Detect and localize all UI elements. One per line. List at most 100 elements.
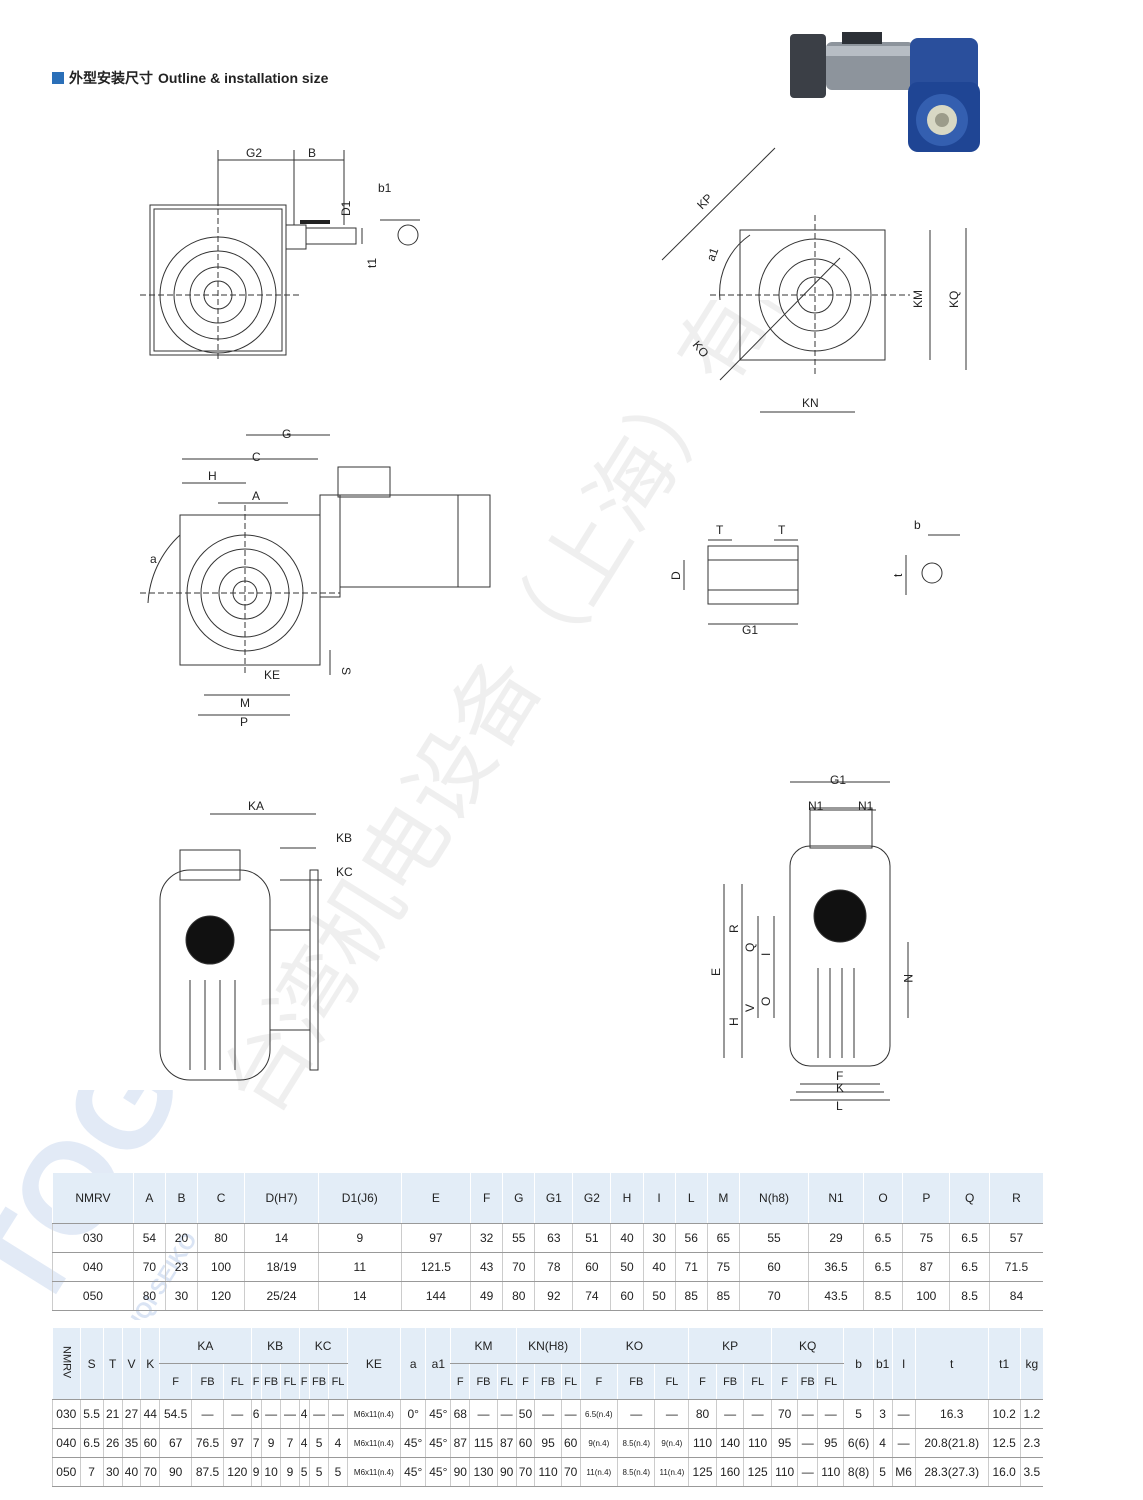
table2-subheader-cell: FB	[797, 1363, 818, 1400]
label-g: G	[282, 427, 291, 441]
label-d: D	[669, 571, 683, 580]
table-cell: 110	[688, 1428, 717, 1458]
label-g1-end: G1	[830, 773, 846, 787]
label-a: A	[252, 489, 260, 503]
table2-header-cell: a1	[425, 1328, 451, 1400]
table-cell: —	[617, 1399, 655, 1429]
table2-header-cell: t	[914, 1328, 989, 1400]
table-cell: 60	[572, 1252, 611, 1282]
table-cell: 67	[159, 1428, 192, 1458]
dimension-table-2: NMRV S T V K KA KB KC KE a a1 KM KN(H8) …	[52, 1328, 1043, 1487]
label-kp: KP	[694, 191, 715, 212]
table-cell: 87	[902, 1252, 950, 1282]
table-cell: 5.5	[79, 1399, 104, 1429]
table-cell: —	[496, 1399, 517, 1429]
table2-group-header: KA	[159, 1328, 252, 1364]
table-cell: 75	[902, 1223, 950, 1253]
table-cell: 54	[132, 1223, 166, 1253]
table-cell: 78	[534, 1252, 573, 1282]
table-cell: —	[797, 1457, 818, 1487]
table-cell: 35	[121, 1428, 141, 1458]
label-f: F	[836, 1069, 843, 1083]
table1-header-cell: G1	[534, 1173, 573, 1224]
label-k: K	[836, 1081, 844, 1095]
table-cell: 8.5(n.4)	[617, 1457, 655, 1487]
table-cell: 40	[642, 1252, 676, 1282]
table-cell: 16.3	[914, 1399, 989, 1429]
label-b: B	[308, 146, 316, 160]
table-cell: 125	[743, 1457, 772, 1487]
table-cell: 030	[52, 1399, 81, 1429]
table2-header-cell: S	[79, 1328, 104, 1400]
table-cell: 120	[223, 1457, 252, 1487]
table-cell: 32	[470, 1223, 503, 1253]
label-g1-shaft: G1	[742, 623, 758, 637]
table-cell: 80	[688, 1399, 717, 1429]
table-cell: 74	[572, 1281, 611, 1311]
table-cell: 45°	[425, 1428, 451, 1458]
label-kb: KB	[336, 831, 352, 845]
table-cell: 85	[706, 1281, 740, 1311]
drawing-end-view: G1 N1 N1 R Q I E V O H N F K L	[700, 768, 930, 1118]
table1-header-cell: P	[902, 1173, 950, 1224]
table2-group-header: KC	[298, 1328, 348, 1364]
table2-subheader-cell: F	[770, 1363, 798, 1400]
table2-group-header: KP	[688, 1328, 772, 1364]
table-cell: 3	[872, 1399, 893, 1429]
label-a1: a1	[704, 245, 722, 263]
table-cell: 51	[572, 1223, 611, 1253]
table-cell: 80	[502, 1281, 535, 1311]
table-cell: —	[891, 1428, 916, 1458]
table2-group-header: KO	[579, 1328, 689, 1364]
table-cell: 97	[400, 1223, 471, 1253]
label-n: N	[901, 974, 915, 983]
table2-subheader-cell: FL	[654, 1363, 689, 1400]
table1-header-cell: C	[197, 1173, 245, 1224]
table-cell: 8.5	[949, 1281, 990, 1311]
table2-header-cell: b1	[872, 1328, 893, 1400]
table1-header-cell: F	[470, 1173, 503, 1224]
table2-header-cell: a	[400, 1328, 426, 1400]
table2-subheader-cell: FL	[223, 1363, 252, 1400]
table-cell: 110	[817, 1457, 844, 1487]
label-key-t: t	[891, 573, 905, 577]
label-kc: KC	[336, 865, 353, 879]
table-cell: —	[743, 1399, 772, 1429]
table2-subheader-cell: F	[579, 1363, 618, 1400]
table-cell: 70	[502, 1252, 535, 1282]
table-cell: —	[797, 1428, 818, 1458]
table2-subheader-cell: FL	[817, 1363, 844, 1400]
table2-header-cell: T	[102, 1328, 123, 1400]
table-cell: 87.5	[191, 1457, 224, 1487]
table-cell: 11(n.4)	[579, 1457, 618, 1487]
table-cell: 160	[715, 1457, 744, 1487]
label-l: L	[836, 1099, 843, 1113]
table-cell: 2.3	[1019, 1428, 1043, 1458]
table-cell: 23	[164, 1252, 198, 1282]
table-cell: —	[191, 1399, 224, 1429]
table-cell: 43	[470, 1252, 503, 1282]
table2-subheader-cell: F	[450, 1363, 470, 1400]
table-cell: 5	[328, 1457, 348, 1487]
table-cell: 70	[770, 1399, 798, 1429]
table-cell: 8.5	[862, 1281, 903, 1311]
label-t-left: T	[716, 523, 724, 537]
drawing-hollow-shaft: T T D G1	[660, 520, 810, 640]
table-cell: 71	[674, 1252, 708, 1282]
table-cell: 50	[642, 1281, 676, 1311]
table-cell: 9(n.4)	[579, 1428, 618, 1458]
table1-header-cell: B	[164, 1173, 198, 1224]
table-cell: 5	[298, 1457, 310, 1487]
table2-subheader-cell: F	[250, 1363, 262, 1400]
table-cell: 040	[52, 1252, 134, 1282]
table-cell: 54.5	[159, 1399, 192, 1429]
section-title-cn: 外型安装尺寸	[69, 70, 153, 86]
table2-subheader-cell: FL	[743, 1363, 772, 1400]
table-cell: 92	[534, 1281, 573, 1311]
